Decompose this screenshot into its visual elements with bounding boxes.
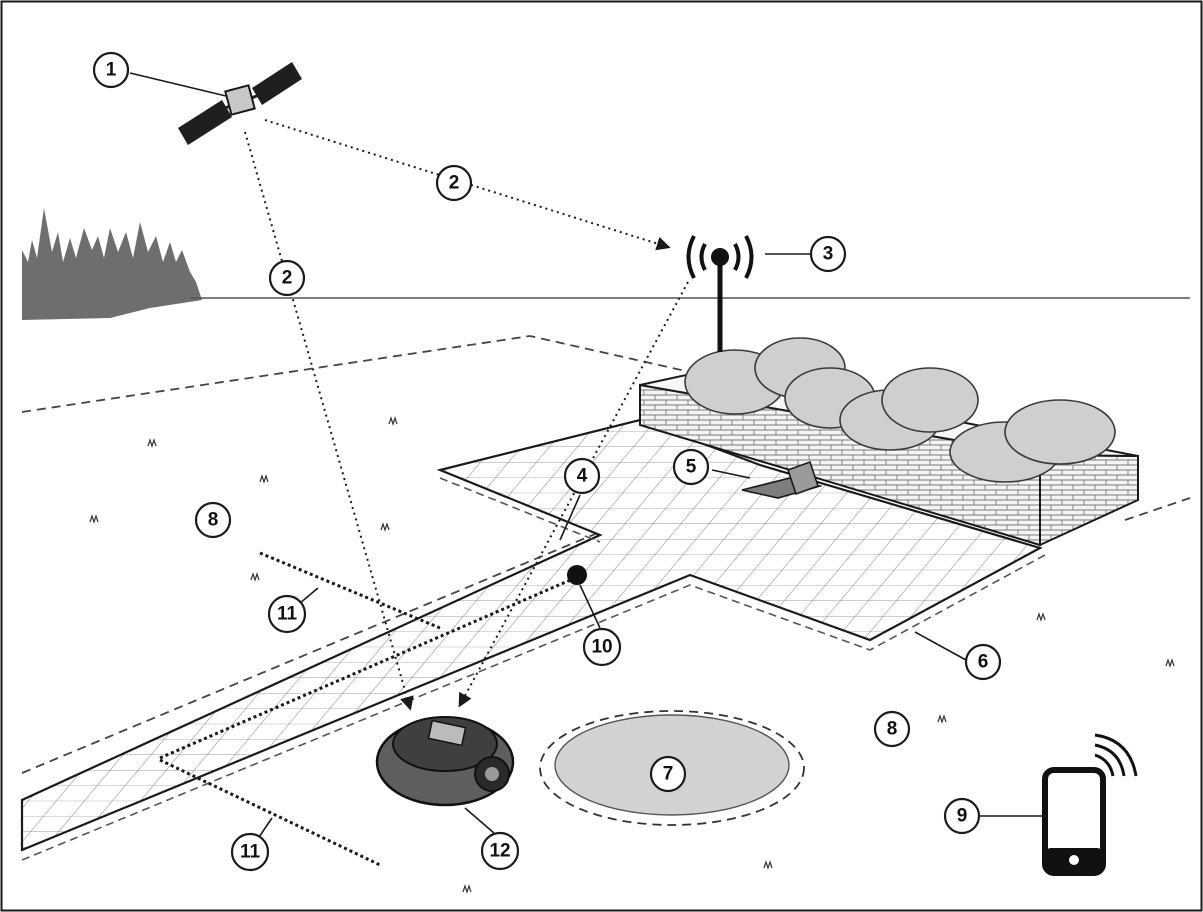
- work-area-boundary: [21, 335, 1191, 774]
- callout-11-upper: 11: [267, 594, 307, 634]
- callout-5: 5: [672, 448, 710, 486]
- tree-line-icon: [22, 208, 202, 320]
- svg-text:8: 8: [887, 719, 898, 740]
- callout-6: 6: [964, 643, 1002, 681]
- callout-10: 10: [582, 627, 622, 667]
- svg-text:6: 6: [978, 652, 989, 673]
- antenna-icon: [686, 235, 754, 352]
- callout-2-signal-antenna: 2: [435, 164, 473, 202]
- paving-area: [20, 418, 1046, 861]
- callout-11-lower: 11: [230, 832, 270, 872]
- svg-text:4: 4: [577, 466, 588, 487]
- svg-text:5: 5: [686, 457, 697, 478]
- boundary-wires: [159, 551, 576, 867]
- callout-12: 12: [480, 831, 520, 871]
- wifi-icon: [1094, 733, 1138, 777]
- callout-1: 1: [92, 51, 130, 89]
- svg-text:7: 7: [663, 764, 674, 785]
- callout-9: 9: [943, 797, 981, 835]
- charging-station-icon: [741, 460, 824, 499]
- svg-text:2: 2: [449, 173, 460, 194]
- smartphone-icon: [1042, 767, 1106, 876]
- svg-text:11: 11: [240, 842, 261, 863]
- callout-3: 3: [809, 235, 847, 273]
- robotic-mower-icon: [375, 716, 515, 807]
- svg-text:3: 3: [823, 244, 834, 265]
- wire-connection-point: [567, 565, 587, 585]
- callout-7: 7: [649, 755, 687, 793]
- svg-text:11: 11: [277, 604, 298, 625]
- callout-8-lawn-right: 8: [873, 710, 911, 748]
- svg-text:2: 2: [282, 268, 293, 289]
- grass-tuft-icon: [89, 416, 1175, 894]
- svg-text:1: 1: [106, 60, 117, 81]
- svg-text:12: 12: [489, 841, 510, 862]
- satellite-icon: [178, 62, 302, 145]
- svg-text:8: 8: [208, 510, 219, 531]
- callout-4: 4: [563, 457, 601, 495]
- svg-text:9: 9: [957, 806, 968, 827]
- callout-2-signal-mower: 2: [268, 259, 306, 297]
- bush-icon: [684, 337, 1116, 483]
- callout-8-lawn-left: 8: [194, 501, 232, 539]
- svg-text:10: 10: [591, 637, 612, 658]
